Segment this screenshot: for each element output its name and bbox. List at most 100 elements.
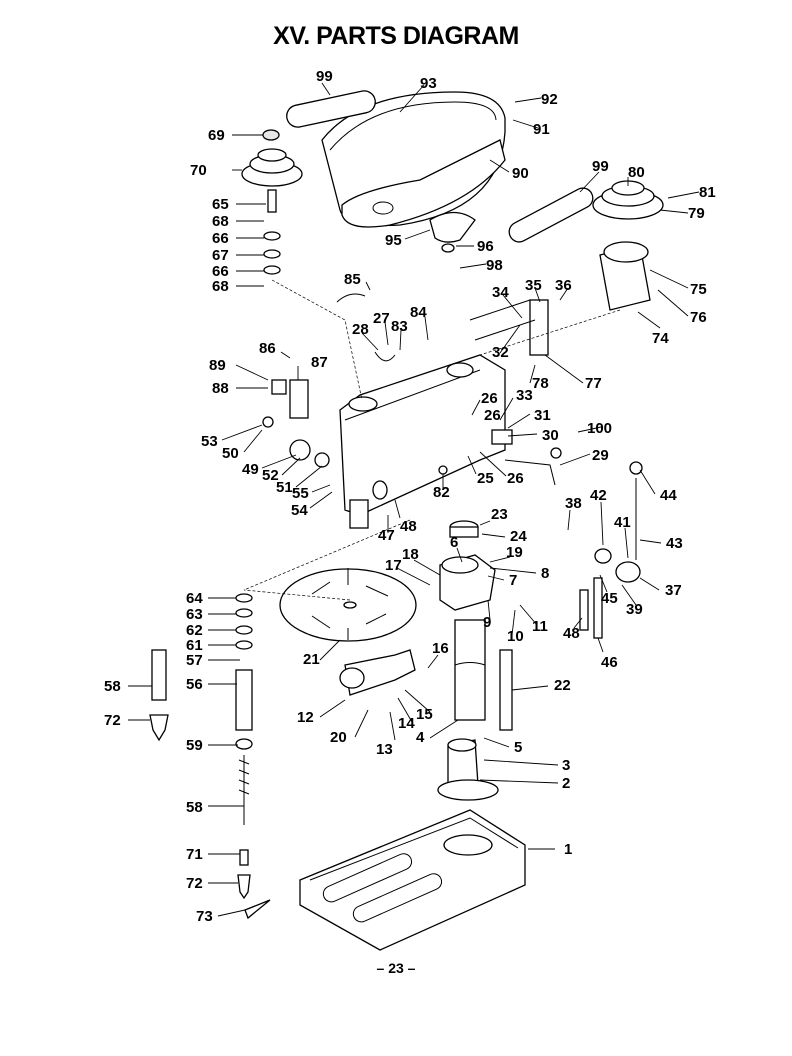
callout-label: 35 [525,277,542,294]
callout-label: 24 [510,528,527,545]
callout-label: 72 [104,712,121,729]
callout-label: 90 [512,165,529,182]
callout-label: 81 [699,184,716,201]
callout-label: 45 [601,590,618,607]
callout-label: 11 [532,618,548,635]
callout-label: 13 [376,741,393,758]
callout-label: 36 [555,277,572,294]
callout-label: 32 [492,344,509,361]
callout-label: 8 [541,565,549,582]
callout-label: 31 [534,407,551,424]
illustration [149,90,664,951]
callout-label: 29 [592,447,609,464]
callout-label: 98 [486,257,503,274]
callout-label: 1 [564,841,572,858]
callout-label: 44 [660,487,677,504]
callout-label: 30 [542,427,559,444]
callout-label: 58 [104,678,121,695]
callout-label: 26 [484,407,501,424]
callout-label: 91 [533,121,550,138]
callout-label: 6 [450,534,458,551]
callout-label: 82 [433,484,450,501]
callout-label: 12 [297,709,314,726]
callout-label: 51 [276,479,293,496]
callout-label: 99 [316,68,333,85]
callout-label: 85 [344,271,361,288]
callout-label: 88 [212,380,229,397]
callout-label: 7 [509,572,517,589]
callout-label: 14 [398,715,415,732]
callout-label: 21 [303,651,320,668]
callout-label: 95 [385,232,402,249]
callout-label: 71 [186,846,203,863]
callout-label: 80 [628,164,645,181]
page-title: XV. PARTS DIAGRAM [273,22,519,50]
callout-label: 17 [385,557,402,574]
callout-label: 72 [186,875,203,892]
callout-label: 93 [420,75,437,92]
callout-label: 92 [541,91,558,108]
callout-label: 62 [186,622,203,639]
leader-lines [128,82,700,917]
callout-label: 87 [311,354,328,371]
callout-label: 99 [592,158,609,175]
callout-label: 2 [562,775,570,792]
callout-label: 34 [492,284,509,301]
callout-label: 61 [186,637,203,654]
callout-label: 63 [186,606,203,623]
callout-label: 27 [373,310,390,327]
callout-label: 53 [201,433,218,450]
callout-label: 28 [352,321,369,338]
callout-label: 16 [432,640,449,657]
callout-label: 65 [212,196,229,213]
callout-label: 74 [652,330,669,347]
callout-label: 64 [186,590,203,607]
callout-label: 26 [481,390,498,407]
callout-label: 33 [516,387,533,404]
page-number: – 23 – [376,960,416,976]
callout-label: 22 [554,677,571,694]
callout-label: 86 [259,340,276,357]
callout-label: 5 [514,739,522,756]
callout-label: 26 [507,470,524,487]
callout-label: 100 [587,420,612,437]
callout-label: 19 [506,544,523,561]
callout-label: 77 [585,375,602,392]
callout-label: 70 [190,162,207,179]
callout-label: 55 [292,485,309,502]
callout-label: 15 [416,706,433,723]
callout-label: 68 [212,213,229,230]
callout-label: 66 [212,230,229,247]
callout-label: 4 [416,729,425,746]
callout-label: 18 [402,546,419,563]
callout-label: 52 [262,467,279,484]
callout-label: 38 [565,495,582,512]
callout-label: 48 [400,518,417,535]
callout-label: 50 [222,445,239,462]
callout-label: 57 [186,652,203,669]
callout-label: 37 [665,582,682,599]
callout-label: 75 [690,281,707,298]
callout-label: 69 [208,127,225,144]
callout-label: 89 [209,357,226,374]
callout-label: 79 [688,205,705,222]
callout-label: 25 [477,470,494,487]
callout-label: 42 [590,487,607,504]
callout-label: 47 [378,527,395,544]
callout-label: 56 [186,676,203,693]
callout-label: 39 [626,601,643,618]
callout-label: 67 [212,247,229,264]
callout-label: 23 [491,506,508,523]
callout-label: 43 [666,535,683,552]
callout-label: 84 [410,304,427,321]
callout-label: 59 [186,737,203,754]
callout-label: 96 [477,238,494,255]
callout-label: 54 [291,502,308,519]
callout-label: 10 [507,628,524,645]
callout-label: 9 [483,614,491,631]
callout-label: 66 [212,263,229,280]
callout-label: 46 [601,654,618,671]
callout-label: 83 [391,318,408,335]
callout-label: 20 [330,729,347,746]
callout-label: 76 [690,309,707,326]
